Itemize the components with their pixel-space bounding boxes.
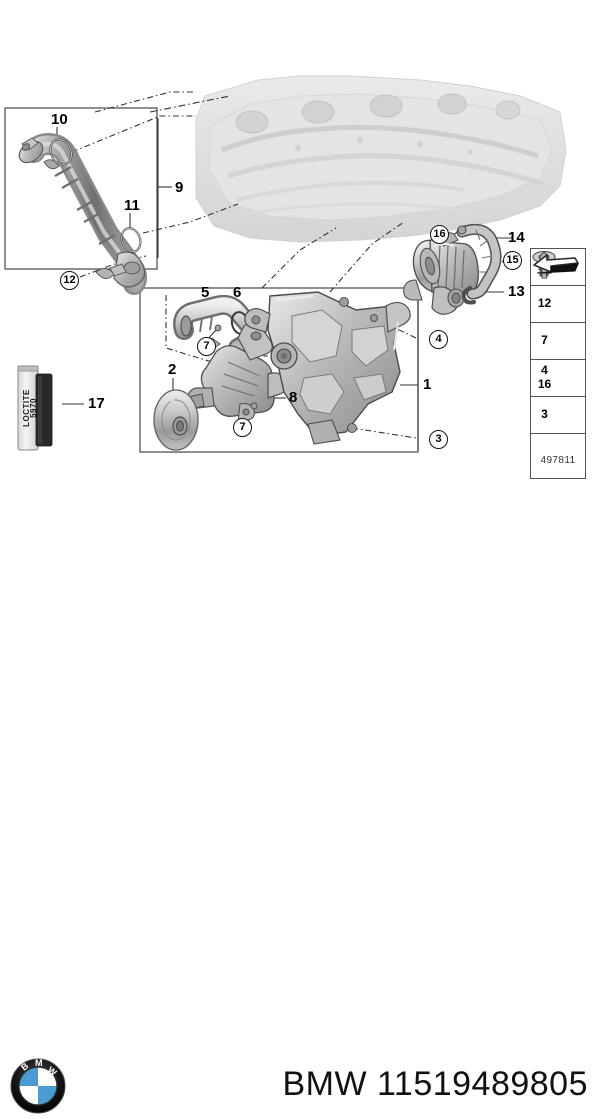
aux-pump-bracket-part bbox=[456, 223, 502, 305]
callout-10: 10 bbox=[51, 111, 68, 128]
callout-13: 13 bbox=[508, 283, 525, 300]
callout-5: 5 bbox=[201, 284, 210, 301]
legend-row-12-numbers: 12 bbox=[534, 296, 555, 311]
callout-9: 9 bbox=[175, 179, 184, 196]
legend-row-3-numbers: 3 bbox=[534, 407, 555, 422]
callout-15-circle: 15 bbox=[503, 251, 522, 270]
diagram-reference-number: 497811 bbox=[540, 455, 576, 466]
engine-block-ghost bbox=[195, 75, 567, 243]
oring-10-part bbox=[49, 138, 73, 166]
diagram-canvas: 10 11 9 5 6 2 8 1 14 13 17 12 7 7 4 3 16… bbox=[0, 0, 600, 520]
mounting-bracket-part bbox=[244, 291, 411, 445]
sealant-brand-text: LOCTITE bbox=[22, 389, 31, 427]
sealant-grade-text: 5970 bbox=[29, 398, 38, 418]
legend-row-4-16-numbers: 4 16 bbox=[534, 363, 555, 392]
aux-water-pump-part bbox=[403, 232, 479, 315]
footer-bar: B M W BMW 11519489805 bbox=[0, 520, 600, 1114]
legend-row-4-16: 4 16 bbox=[531, 251, 585, 397]
part-number-label: BMW 11519489805 bbox=[282, 1065, 588, 1103]
legend-number: 3 bbox=[541, 407, 548, 422]
coolant-hose-part bbox=[18, 132, 147, 295]
callout-7-pump-circle: 7 bbox=[233, 418, 252, 437]
callout-8: 8 bbox=[289, 389, 298, 406]
legend-number: 16 bbox=[537, 377, 552, 391]
legend-row-arrow bbox=[531, 254, 585, 478]
oring-11-part bbox=[120, 227, 142, 253]
legend-row-7-numbers: 7 bbox=[534, 333, 555, 348]
legend-row-3: 3 bbox=[531, 251, 585, 434]
sealant-tube-part: LOCTITE 5970 bbox=[14, 362, 62, 454]
diagram-svg bbox=[4, 75, 567, 453]
legend-number: 12 bbox=[537, 296, 552, 311]
callout-3-circle: 3 bbox=[429, 430, 448, 449]
legend-row-12: 12 bbox=[531, 251, 585, 323]
callout-16-circle: 16 bbox=[430, 225, 449, 244]
callout-11: 11 bbox=[124, 197, 140, 214]
callout-14: 14 bbox=[508, 229, 525, 246]
legend-number: 7 bbox=[541, 333, 548, 348]
pump-pulley-part bbox=[153, 389, 199, 451]
callout-6: 6 bbox=[233, 284, 242, 301]
callout-7-elbow-circle: 7 bbox=[197, 337, 216, 356]
legend-number: 4 bbox=[541, 363, 548, 378]
callout-12-circle: 12 bbox=[60, 271, 79, 290]
small-fasteners bbox=[214, 324, 258, 410]
callout-2: 2 bbox=[168, 361, 177, 378]
legend-row-7: 7 bbox=[531, 251, 585, 360]
callout-17: 17 bbox=[88, 395, 105, 412]
fastener-legend: 15 12 bbox=[530, 248, 586, 479]
callout-4-circle: 4 bbox=[429, 330, 448, 349]
hose-assembly-frame bbox=[4, 107, 158, 270]
callout-1: 1 bbox=[423, 376, 432, 393]
